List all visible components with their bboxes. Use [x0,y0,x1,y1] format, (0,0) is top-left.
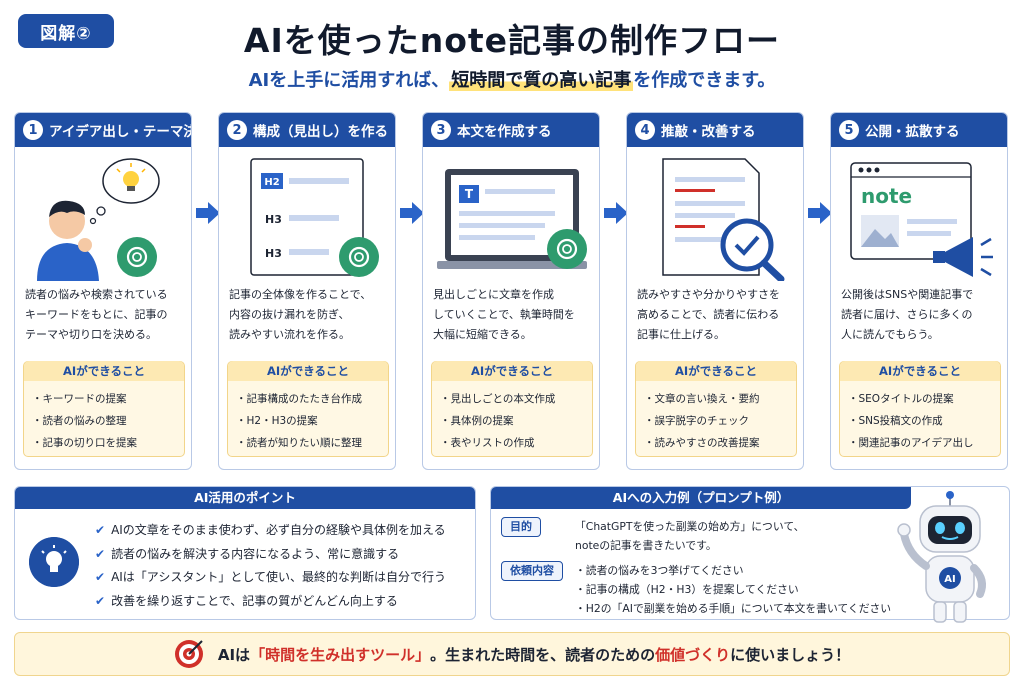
svg-text:note: note [861,184,912,208]
flow-arrow [808,202,832,224]
chatgpt-icon [547,229,587,269]
robot-assistant-icon: AI [897,491,986,623]
step-desc-5: 公開後はSNSや関連記事で読者に届け、さらに多くの人に読んでもらう。 [841,288,974,341]
footer-banner: AIは「時間を生み出すツール」。生まれた時間を、読者のための価値づくりに使いまし… [14,632,1010,676]
flow-arrow [604,202,628,224]
ai-can-box-2: AIができること 記事構成のたたき台作成H2・H3の提案読者が知りたい順に整理 [227,361,389,457]
flow-arrow [400,202,424,224]
outline-document-icon: H2 H3 H3 [250,158,379,277]
chatgpt-icon [339,237,379,277]
ai-points-panel: AI活用のポイント ✔AIの文章をそのまま使わず、必ず自分の経験や具体例を加える… [14,486,476,620]
step-desc-1: 読者の悩みや検索されているキーワードをもとに、記事のテーマや切り口を決める。 [25,288,168,341]
lightbulb-icon [29,537,79,587]
step-desc-2: 記事の全体像を作ることで、内容の抜け漏れを防ぎ、読みやすい流れを作る。 [229,288,372,341]
note-browser-megaphone-icon: note [850,162,993,277]
check-icon: ✔ [95,523,106,537]
figure-badge: 図解② [18,14,114,48]
svg-text:T: T [465,187,474,201]
check-icon: ✔ [95,593,106,608]
request-text: ・読者の悩みを3つ挙げてください・記事の構成（H2・H3）を提案してください・H… [575,564,892,615]
check-icon: ✔ [95,546,106,561]
svg-text:H3: H3 [265,247,282,260]
prompt-example-panel: AIへの入力例（プロンプト例） 目的 「ChatGPTを使った副業の始め方」につ… [490,486,1010,620]
magnifier-check-icon [662,158,785,281]
ai-can-box-4: AIができること 文章の言い換え・要約誤字脱字のチェック読みやすさの改善提案 [635,361,797,457]
purpose-text: 「ChatGPTを使った副業の始め方」について、noteの記事を書きたいです。 [575,520,805,552]
ai-can-box-1: AIができること キーワードの提案読者の悩みの整理記事の切り口を提案 [23,361,185,457]
svg-text:AI: AI [944,574,955,585]
point-item: ✔改善を繰り返すことで、記事の質がどんどん向上する [95,593,398,608]
target-icon [174,640,203,668]
chatgpt-icon [117,237,157,277]
point-item: ✔AIは「アシスタント」として使い、最終的な判断は自分で行う [95,570,446,584]
check-icon: ✔ [95,570,106,584]
prompt-title: AIへの入力例（プロンプト例） [491,487,911,509]
ai-can-box-5: AIができること SEOタイトルの提案SNS投稿文の作成関連記事のアイデア出し [839,361,1001,457]
laptop-icon: T [437,169,587,269]
svg-text:H3: H3 [265,213,282,226]
page-title: AIを使ったnote記事の制作フロー [243,21,781,60]
page-subtitle: AIを上手に活用すれば、短時間で質の高い記事を作成できます。 [248,70,776,91]
step-desc-3: 見出しごとに文章を作成していくことで、執筆時間を大幅に短縮できる。 [433,288,575,341]
point-item: ✔読者の悩みを解決する内容になるよう、常に意識する [95,546,400,561]
request-tag: 依頼内容 [501,561,563,581]
point-item: ✔AIの文章をそのまま使わず、必ず自分の経験や具体例を加える [95,523,446,537]
purpose-tag: 目的 [501,517,541,537]
step-desc-4: 読みやすさや分かりやすさを高めることで、読者に伝わる記事に仕上げる。 [637,288,780,341]
flow-arrow [196,202,220,224]
thinking-person-icon [37,158,160,281]
subtitle-highlight: 短時間で質の高い記事 [449,70,634,91]
svg-text:H2: H2 [264,177,279,188]
points-title: AI活用のポイント [15,487,475,509]
ai-can-box-3: AIができること 見出しごとの本文作成具体例の提案表やリストの作成 [431,361,593,457]
